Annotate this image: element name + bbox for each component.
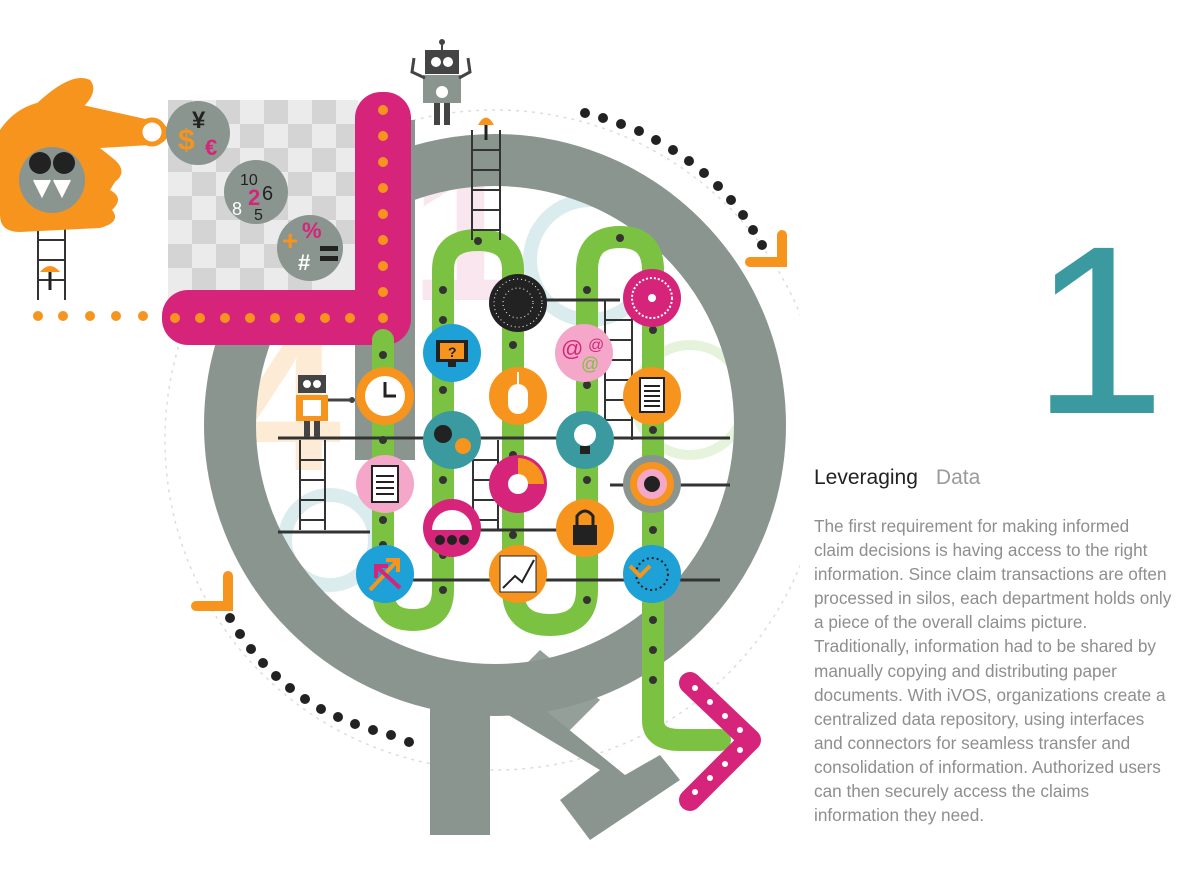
currency-icon: $ ¥ € [166,101,230,165]
starburst-icon [623,269,681,327]
svg-text:¥: ¥ [192,107,206,134]
chevron-right-icon [679,672,761,811]
chart-icon [489,455,547,513]
heading-secondary: Data [935,466,981,489]
numbers-icon: 10 2 6 8 5 [224,160,288,224]
svg-text:€: € [205,135,217,160]
math-symbols-icon: + % # [277,215,343,281]
svg-text:2: 2 [248,185,260,210]
svg-text:$: $ [178,124,195,157]
claims-data-illustration: 1 4 [0,39,800,840]
small-figure-icon [40,117,494,290]
dotted-arc-bottom [225,613,414,747]
swirl-icon: @ @ @ [555,324,613,382]
refresh-icon [623,545,681,603]
outer-dotted-ring [164,109,800,771]
svg-text:8: 8 [232,199,242,219]
hand-icon [0,78,168,232]
svg-text:%: % [302,218,322,243]
chevron-up-icon [191,571,233,611]
document-icon [623,367,681,425]
svg-text:5: 5 [254,207,263,224]
svg-text:@: @ [561,336,583,361]
clipboard-icon [356,455,414,513]
green-track-dots [379,234,657,684]
arrows-icon [356,545,414,603]
magenta-track [33,92,411,345]
growth-chart-icon [489,545,547,603]
clock-icon [356,367,414,425]
monitor-question-icon: ? [423,324,481,382]
svg-text:?: ? [448,344,457,360]
speedometer-icon [423,499,481,557]
section-heading: Leveraging Data [814,466,980,490]
gears-icon [423,411,481,469]
svg-text:+: + [282,225,298,256]
robot-icon [410,39,472,125]
section-number: 1 [1032,196,1166,464]
binary-icon [489,274,547,332]
heading-primary: Leveraging [814,466,918,489]
robot-icon [296,375,355,437]
body-paragraph: The first requirement for making informe… [814,516,1172,826]
dotted-arc-top [580,108,767,250]
target-icon [623,455,681,513]
chevron-down-icon [745,230,787,267]
lightbulb-icon [556,411,614,469]
svg-text:10: 10 [240,172,258,189]
green-track [372,225,731,751]
svg-text:@: @ [581,354,599,374]
lock-icon [556,499,614,557]
svg-text:@: @ [588,337,604,354]
svg-text:#: # [298,250,310,275]
mouse-icon [489,367,547,425]
svg-text:6: 6 [262,183,273,205]
